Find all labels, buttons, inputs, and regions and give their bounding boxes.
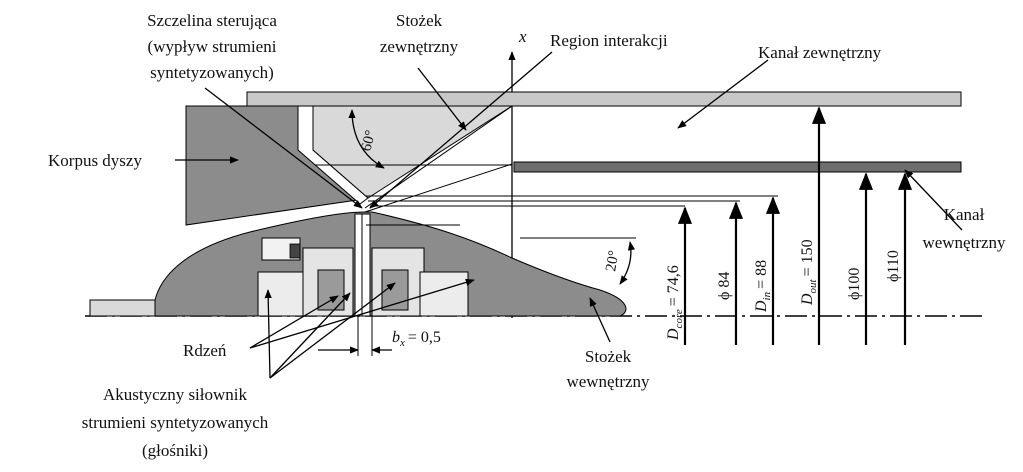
angle-label-20: 20° [603,249,622,272]
leader-actuator-1 [269,292,351,379]
leader-core-1 [249,295,339,349]
leader-inner-cone [589,297,611,343]
label-control-slot: Szczelina sterująca (wypływ strumieni sy… [147,11,277,82]
dim-label-150: Dout= 150 [799,239,819,306]
label-nozzle-body: Korpus dyszy [48,151,142,170]
label-interaction-region: Region interakcji [550,31,668,50]
leader-interaction [369,51,553,209]
svg-text:zewnętrzny: zewnętrzny [380,37,459,56]
svg-text:strumieni syntetyzowanych: strumieni syntetyzowanych [82,413,269,432]
label-actuator: Akustyczny siłownik strumieni syntetyzow… [82,385,269,460]
dim-label-110: ϕ110 [885,250,902,282]
svg-text:Akustyczny siłownik: Akustyczny siłownik [103,385,248,404]
label-outer-cone: Stożek zewnętrzny [380,11,459,56]
dim-label-bx: bx= 0,5 [392,329,441,349]
svg-text:Stożek: Stożek [396,11,443,30]
leader-core-2 [249,278,475,349]
inner-channel-wall [513,161,962,173]
outer-channel-wall [246,91,962,107]
leader-control-slot [204,87,363,209]
label-axis-x: x [518,27,527,46]
leader-actuator-2 [269,282,396,379]
base-plate [89,299,161,317]
label-core: Rdzeń [183,341,227,360]
svg-text:wewnętrzny: wewnętrzny [922,233,1006,252]
dim-label-100: ϕ100 [846,268,863,300]
svg-text:wewnętrzny: wewnętrzny [566,372,650,391]
leader-outer-channel [677,59,769,129]
dim-label-84: ϕ 84 [716,272,733,300]
svg-text:Kanał: Kanał [944,205,985,224]
angle-label-60: 60° [358,129,379,153]
svg-text:Stożek: Stożek [585,347,632,366]
label-inner-cone: Stożek wewnętrzny [566,347,650,391]
angle-arc-60 [348,109,385,169]
svg-text:(głośniki): (głośniki) [142,441,208,460]
label-outer-channel: Kanał zewnętrzny [758,43,882,62]
svg-text:(wypływ strumieni: (wypływ strumieni [148,37,277,56]
leader-inner-channel [904,169,963,231]
svg-text:Szczelina sterująca: Szczelina sterująca [147,11,277,30]
label-inner-channel: Kanał wewnętrzny [922,205,1006,252]
svg-text:syntetyzowanych): syntetyzowanych) [150,63,274,82]
dim-label-core: Dcore= 74,6 [665,265,685,341]
leader-actuator-3 [264,289,272,379]
angle-arc-20 [619,241,636,285]
dim-label-88: Din= 88 [753,260,773,313]
leader-outer-cone [417,67,467,131]
